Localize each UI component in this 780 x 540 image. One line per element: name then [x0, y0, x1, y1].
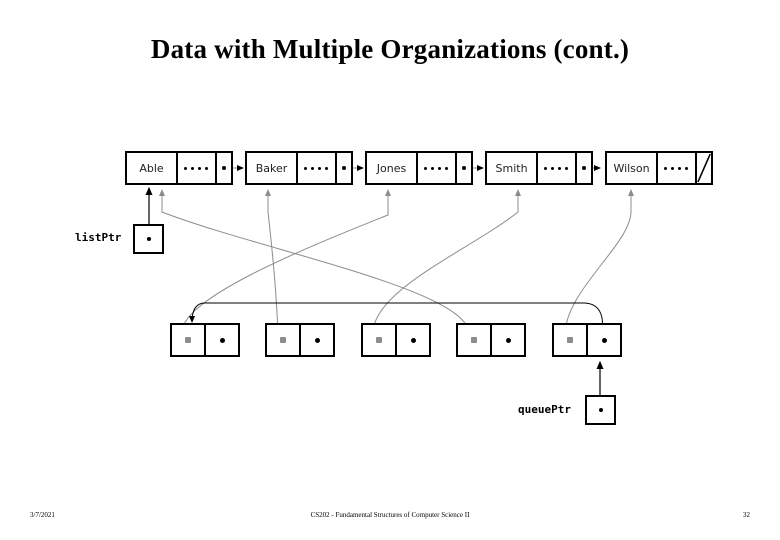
queue-node[interactable] — [456, 323, 526, 357]
crosslink-q2-to-baker — [265, 189, 279, 335]
list-node[interactable]: Jones — [365, 151, 473, 185]
queue-node-next-pointer — [301, 325, 333, 355]
list-node-name: Wilson — [607, 153, 659, 183]
footer-page-number: 32 — [743, 511, 750, 519]
list-node[interactable]: Able — [125, 151, 233, 185]
list-node-name: Baker — [247, 153, 299, 183]
slide-footer: 3/7/2021 CS202 - Fundamental Structures … — [0, 511, 780, 525]
queue-node-data-pointer — [363, 325, 397, 355]
list-node-name: Smith — [487, 153, 539, 183]
page-title: Data with Multiple Organizations (cont.) — [150, 34, 630, 64]
queue-node-data-pointer — [267, 325, 301, 355]
list-node[interactable]: Smith — [485, 151, 593, 185]
queueptr-label: queuePtr — [518, 403, 571, 416]
list-node-ellipsis — [538, 153, 577, 183]
queue-node[interactable] — [552, 323, 622, 357]
list-node[interactable]: Wilson — [605, 151, 713, 185]
queue-tail-loop — [189, 302, 603, 341]
listptr-box[interactable] — [133, 224, 164, 254]
list-node-next-pointer — [337, 153, 351, 183]
crosslink-q5-to-wilson — [564, 189, 634, 335]
list-node[interactable]: Baker — [245, 151, 353, 185]
list-node-null-pointer — [697, 153, 711, 183]
list-node-ellipsis — [658, 153, 697, 183]
list-node-ellipsis — [418, 153, 457, 183]
null-slash-icon — [697, 153, 711, 183]
queueptr-dot — [598, 408, 603, 412]
queueptr-box[interactable] — [585, 395, 616, 425]
queue-node-data-pointer — [458, 325, 492, 355]
list-node-ellipsis — [298, 153, 337, 183]
queue-node-next-pointer — [588, 325, 620, 355]
list-node-next-pointer — [577, 153, 591, 183]
list-node-name: Able — [127, 153, 179, 183]
crosslink-q4-to-able — [159, 189, 470, 335]
listptr-dot — [146, 237, 151, 241]
list-node-ellipsis — [178, 153, 217, 183]
queue-node[interactable] — [361, 323, 431, 357]
queue-node-next-pointer — [206, 325, 238, 355]
queue-node-data-pointer — [172, 325, 206, 355]
list-node-name: Jones — [367, 153, 419, 183]
queue-node[interactable] — [170, 323, 240, 357]
crosslink-q3-to-smith — [372, 189, 521, 335]
list-node-next-pointer — [217, 153, 231, 183]
queue-node-next-pointer — [397, 325, 429, 355]
footer-date: 3/7/2021 — [30, 511, 55, 519]
footer-course: CS202 - Fundamental Structures of Comput… — [310, 511, 470, 519]
crosslink-q1-to-jones — [181, 189, 391, 335]
queue-node-data-pointer — [554, 325, 588, 355]
list-node-next-pointer — [457, 153, 471, 183]
listptr-label: listPtr — [75, 231, 122, 244]
queue-node-next-pointer — [492, 325, 524, 355]
queue-node[interactable] — [265, 323, 335, 357]
